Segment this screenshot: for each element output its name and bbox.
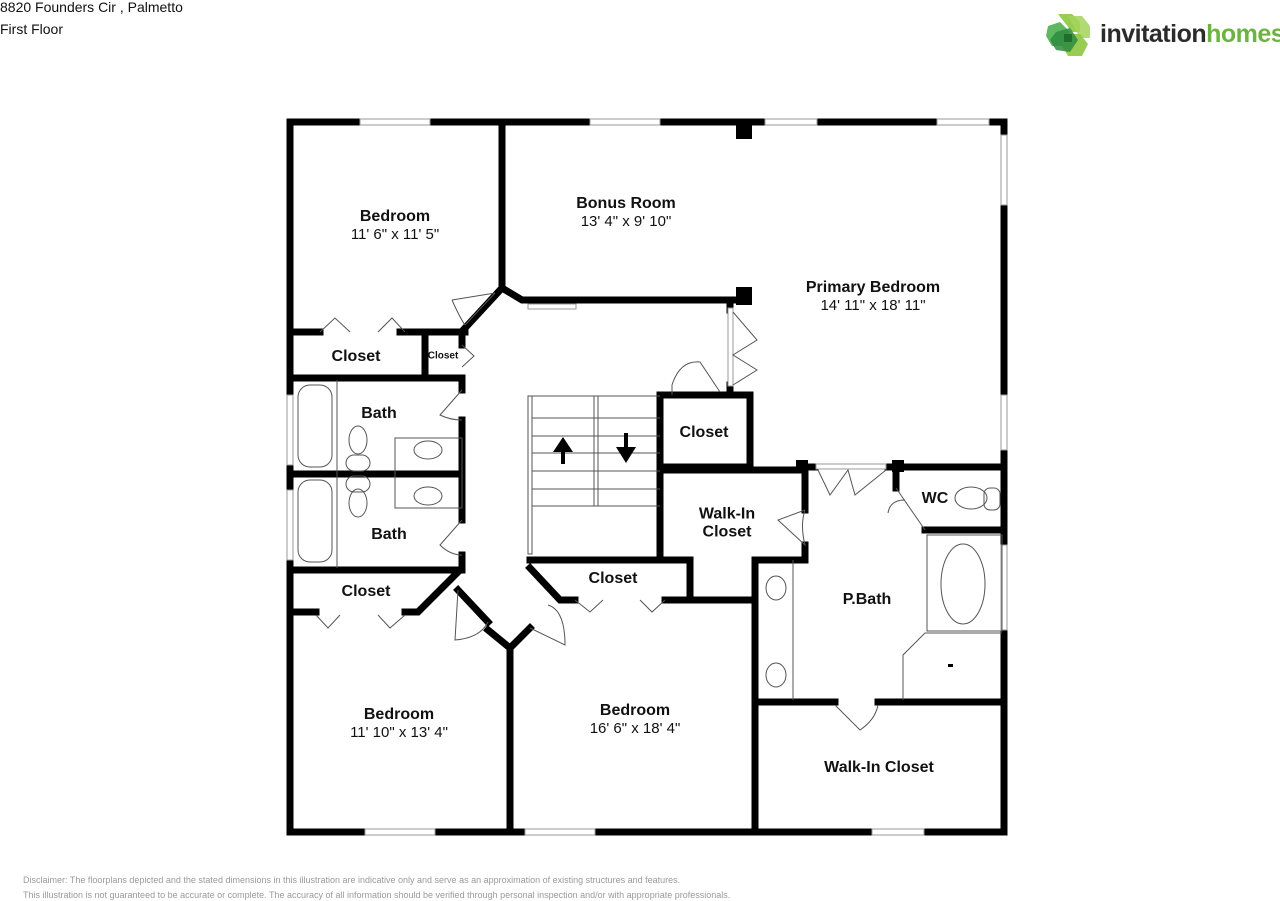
room-closet-nw: Closet [331,347,381,365]
logo-wordmark: invitationhomes [1100,20,1280,48]
room-wc: WC [921,489,949,507]
logo-leaf-icon [1046,14,1090,56]
room-walkin-closet-se: Walk-In Closet [824,758,934,776]
room-closet-center: Closet [679,423,729,441]
disclaimer-line-2: This illustration is not guaranteed to b… [23,890,731,900]
room-closet-s: Closet [588,569,638,587]
room-p-bath: P.Bath [842,590,892,608]
room-walkin-closet-center: Walk-In Closet [698,505,756,541]
arrow-down-icon [616,433,636,463]
property-address: 8820 Founders Cir , Palmetto [0,0,183,15]
invitation-homes-logo: invitationhomes [1044,12,1280,60]
room-closet-sw: Closet [341,582,391,600]
room-closet-small: Closet [427,350,459,362]
room-bath-upper: Bath [361,404,397,422]
arrow-up-icon [553,437,573,464]
disclaimer-line-1: Disclaimer: The floorplans depicted and … [23,875,681,885]
floor-label: First Floor [0,21,63,37]
room-bath-lower: Bath [371,525,407,543]
